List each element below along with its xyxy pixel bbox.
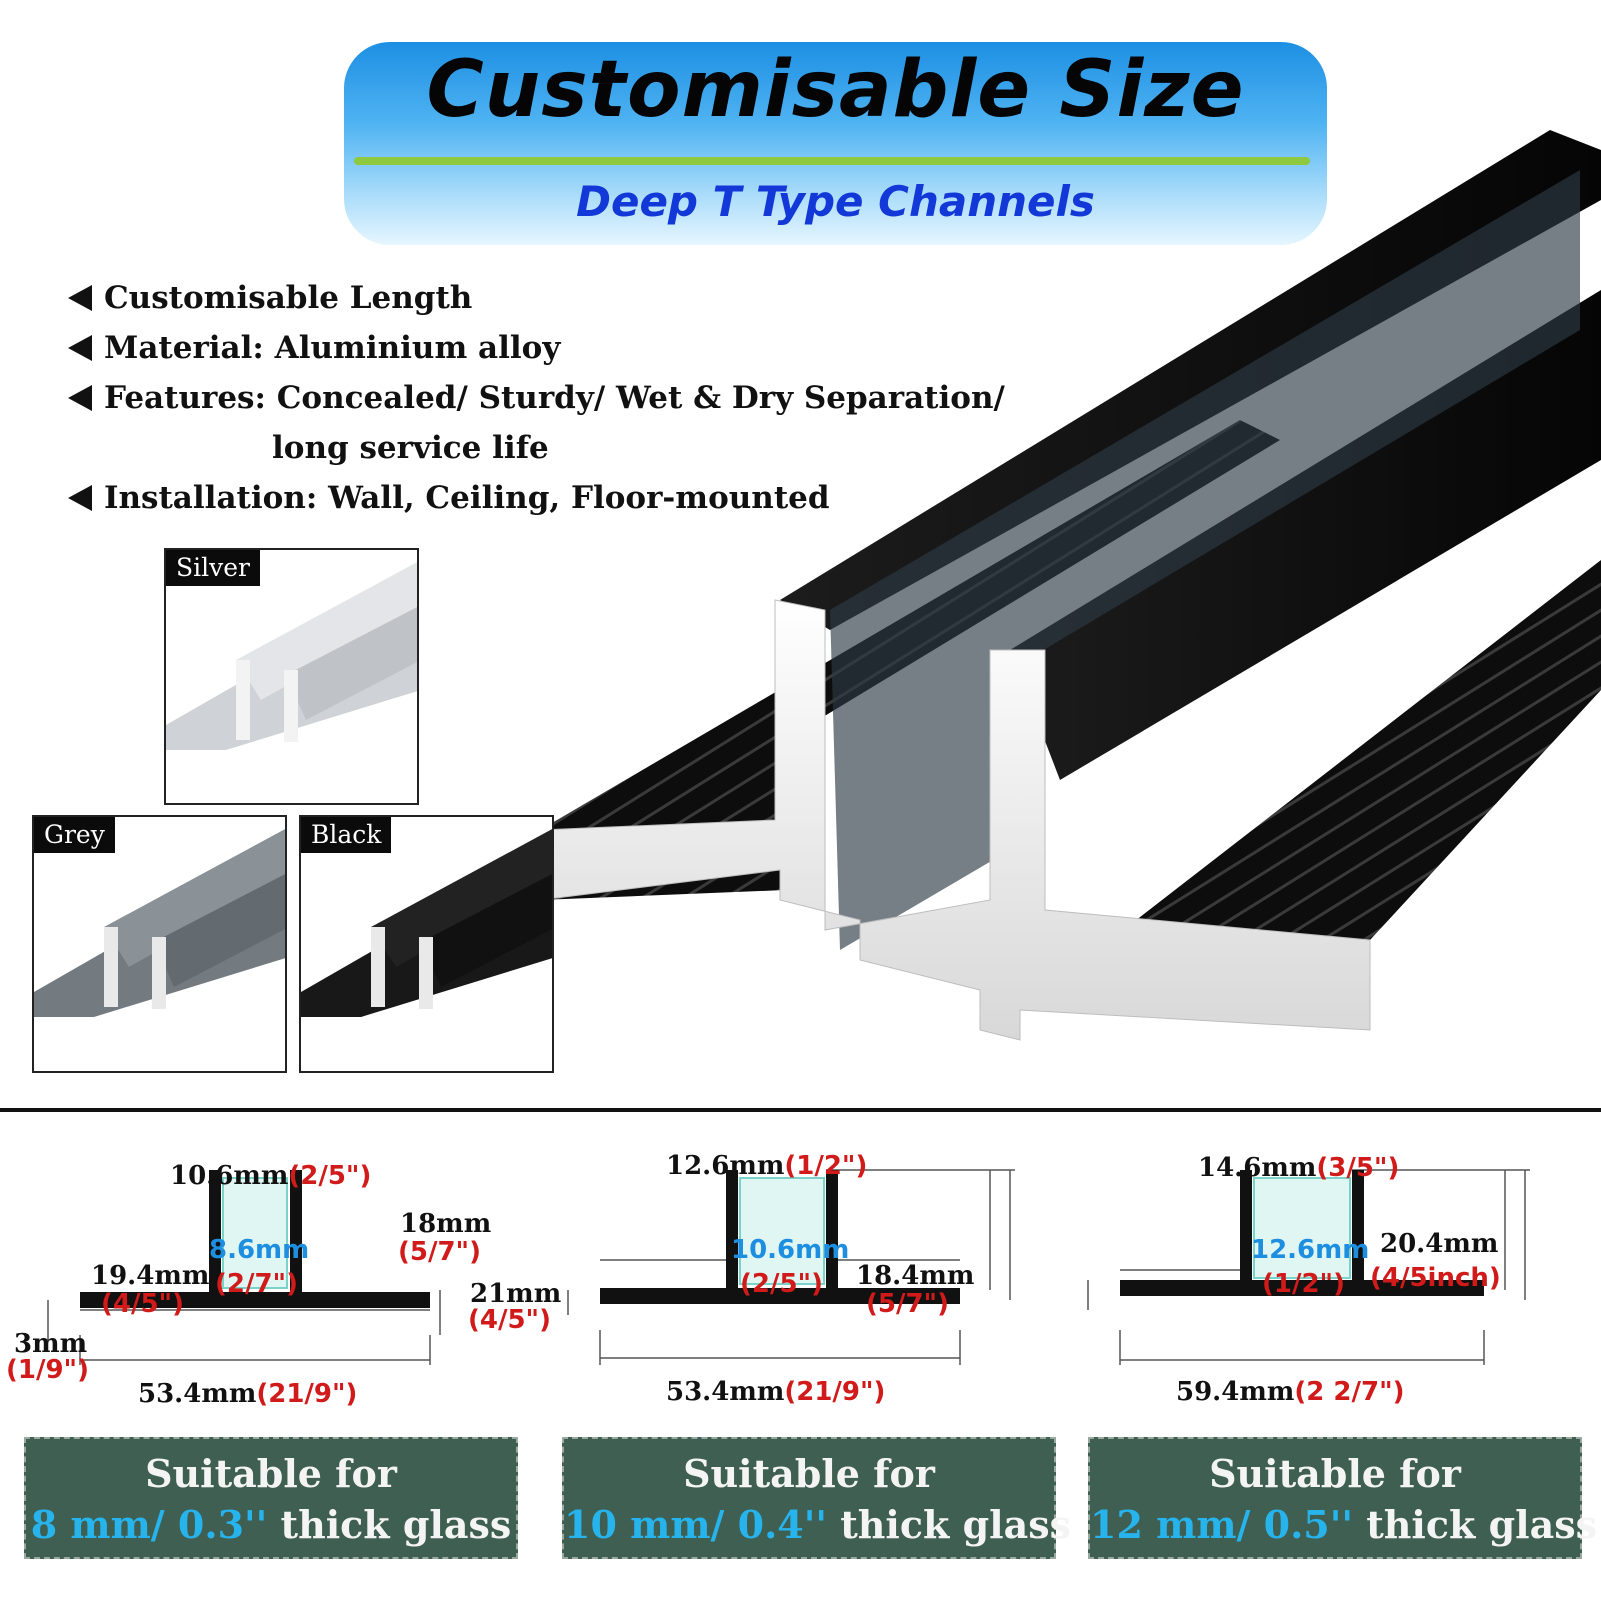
feature-features-cont: long service life [272,430,549,466]
p1-left-label: 19.4mm [91,1261,210,1291]
p1-base-label: 3mm [14,1329,88,1359]
banner-subtitle: Deep T Type Channels [576,177,1095,226]
p1-total-height-label: 21mm [470,1279,562,1309]
p3-gap-label: 14.6mm(3/5") [1198,1153,1400,1183]
p1-height-in-label: (5/7") [398,1237,481,1267]
swatch-label: Grey [34,817,115,853]
p3-width-label: 59.4mm(2 2/7") [1176,1377,1405,1407]
banner-title: Customisable Size [426,45,1245,135]
suitable-box-10mm: Suitable for 10 mm/ 0.4'' thick glass [562,1437,1071,1559]
p1-total-height-in-label: (4/5") [468,1305,551,1335]
black-channel-image [301,829,552,1017]
p3-inner-label: 12.6mm [1251,1235,1370,1265]
p3-inner-in-label: (1/2") [1262,1269,1345,1299]
arrow-left-icon [68,335,92,361]
title-banner [344,42,1327,245]
p2-width-label: 53.4mm(21/9") [666,1377,886,1407]
swatch-black[interactable]: Black [299,815,554,1073]
p2-inner-in-label: (2/5") [740,1269,823,1299]
p3-height-in-label: (4/5inch) [1370,1263,1501,1293]
feature-length: Customisable Length [68,280,472,316]
p1-left-in-label: (4/5") [101,1289,184,1319]
p1-inner-label: 8.6mm [209,1235,310,1265]
p1-base-in-label: (1/9") [6,1355,89,1385]
swatch-silver[interactable]: Silver [164,548,419,805]
section-divider [0,1108,1601,1112]
silver-channel-image [166,562,417,750]
suitable-box-8mm: Suitable for 8 mm/ 0.3'' thick glass [24,1437,518,1559]
p2-height-in-label: (5/7") [866,1289,949,1319]
swatch-label: Silver [166,550,260,586]
swatch-grey[interactable]: Grey [32,815,287,1073]
grey-channel-image [34,829,285,1017]
p1-height-label: 18mm [400,1209,492,1239]
arrow-left-icon [68,485,92,511]
feature-features: Features: Concealed/ Sturdy/ Wet & Dry S… [68,380,1005,416]
feature-material: Material: Aluminium alloy [68,330,560,366]
arrow-left-icon [68,285,92,311]
p1-inner-in-label: (2/7") [215,1269,298,1299]
p2-inner-label: 10.6mm [731,1235,850,1265]
suitable-box-12mm: Suitable for 12 mm/ 0.5'' thick glass [1088,1437,1597,1559]
swatch-label: Black [301,817,392,853]
profile-drawings [47,1169,1530,1365]
feature-installation: Installation: Wall, Ceiling, Floor-mount… [68,480,830,516]
p3-height-label: 20.4mm [1380,1229,1499,1259]
p1-width-label: 53.4mm(21/9") [138,1379,358,1409]
p2-height-label: 18.4mm [856,1261,975,1291]
hero-channel-image [540,130,1601,1041]
p2-gap-label: 12.6mm(1/2") [666,1151,868,1181]
arrow-left-icon [68,385,92,411]
p1-gap-label: 10.6mm(2/5") [170,1161,372,1191]
banner-divider [354,157,1310,165]
